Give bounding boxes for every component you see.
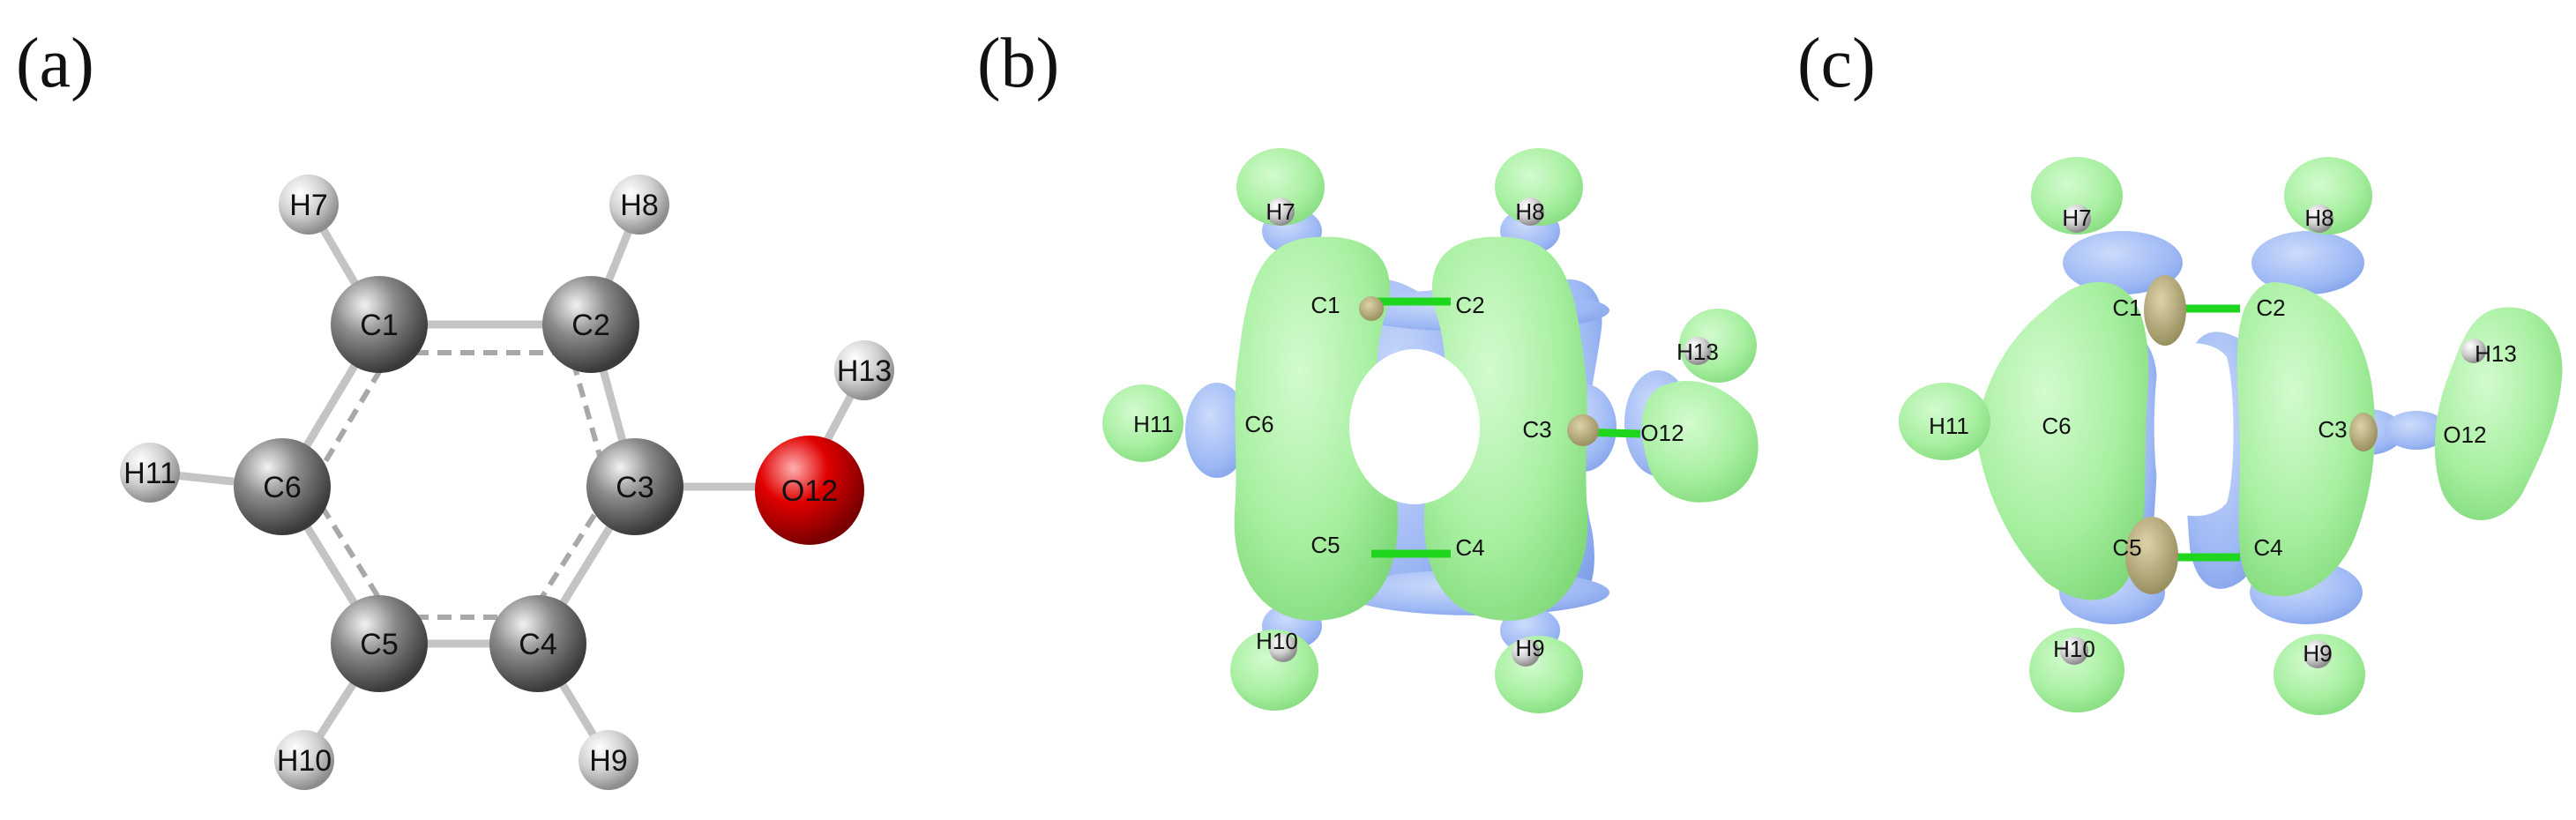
label-C3: C3 [2318, 416, 2347, 443]
label-C6: C6 [1244, 411, 1273, 437]
label-H7: H7 [289, 189, 327, 222]
label-C4: C4 [2253, 534, 2282, 561]
atom-H11 [120, 443, 180, 503]
label-H11: H11 [1133, 411, 1174, 437]
label-H8: H8 [2304, 205, 2333, 231]
label-H13: H13 [1676, 339, 1719, 365]
label-H10: H10 [2053, 636, 2095, 662]
atom-H9 [579, 730, 638, 790]
atom-labels-b: H7 H8 C1 C2 H13 H11 C6 C3 O12 C5 C4 H10 … [1133, 198, 1719, 661]
panel-b: (b) [977, 25, 1758, 713]
label-H8: H8 [1515, 198, 1544, 225]
panel-b-label: (b) [977, 25, 1059, 102]
atom-C5 [331, 595, 428, 692]
panel-a: (a) [16, 25, 894, 790]
label-C2: C2 [2256, 294, 2285, 321]
panel-c: (c) [1797, 25, 2563, 715]
atom-C2 [542, 276, 639, 373]
label-C2: C2 [1455, 292, 1484, 318]
label-H10: H10 [277, 744, 332, 778]
label-C2: C2 [571, 309, 609, 342]
label-H9: H9 [1515, 635, 1544, 661]
label-H11: H11 [123, 457, 176, 490]
label-C1: C1 [360, 309, 398, 342]
ring-hole-c [2154, 343, 2234, 517]
atom-H7 [279, 175, 339, 235]
atom-C4 [489, 595, 586, 692]
atom-H10 [274, 730, 334, 790]
label-C1: C1 [2112, 294, 2141, 321]
atom-labels-c: H7 H8 C1 C2 H13 H11 C6 C3 O12 C5 C4 H10 … [1929, 205, 2517, 667]
label-C1: C1 [1310, 292, 1340, 318]
label-C3: C3 [616, 471, 653, 504]
label-H7: H7 [2062, 205, 2091, 231]
label-H7: H7 [1266, 198, 1295, 225]
atom-labels-a: H7 H8 H13 H11 H10 H9 C1 C2 C3 C4 C5 C6 O… [123, 189, 892, 778]
atom-C6 [234, 438, 331, 535]
atom-H8 [609, 175, 669, 235]
label-C6: C6 [263, 471, 301, 504]
atoms-c [2060, 205, 2486, 668]
label-H9: H9 [2303, 640, 2332, 667]
atom-H13 [834, 340, 894, 400]
label-H9: H9 [589, 744, 627, 778]
label-H11: H11 [1929, 413, 1969, 439]
aromatic-inner-bonds-a [311, 350, 609, 620]
label-C5: C5 [2112, 534, 2141, 561]
label-C5: C5 [360, 628, 398, 661]
atom-C1 [331, 276, 428, 373]
atom-O12 [755, 436, 864, 545]
label-H10: H10 [1256, 628, 1298, 654]
label-H13: H13 [837, 354, 892, 388]
ring-hole-b [1349, 349, 1480, 504]
label-H8: H8 [620, 189, 658, 222]
label-O12: O12 [2443, 421, 2486, 448]
label-O12: O12 [1640, 420, 1684, 446]
atom-C3 [586, 438, 683, 535]
label-C4: C4 [1455, 534, 1484, 561]
label-C5: C5 [1310, 532, 1340, 558]
label-C3: C3 [1522, 416, 1551, 443]
atoms-b [1266, 198, 1712, 667]
tan-lobes-c [2125, 275, 2378, 594]
panel-a-label: (a) [16, 25, 94, 102]
label-O12: O12 [781, 474, 838, 508]
label-H13: H13 [2475, 340, 2517, 367]
panel-c-label: (c) [1797, 25, 1876, 102]
label-C4: C4 [519, 628, 556, 661]
label-C6: C6 [2042, 413, 2071, 439]
atoms-a [120, 175, 894, 790]
